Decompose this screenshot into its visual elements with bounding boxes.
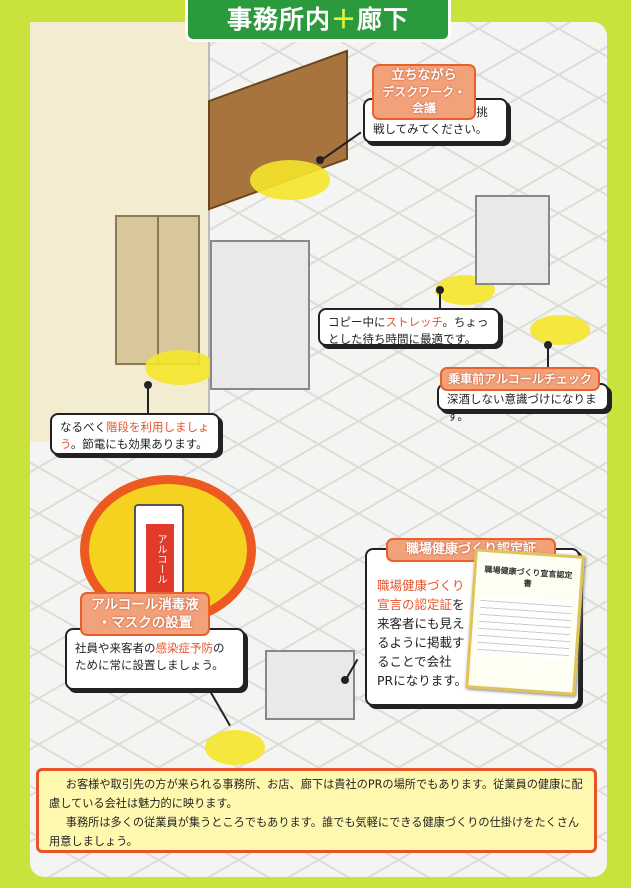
connector-dot: [316, 156, 324, 164]
highlight-spot: [530, 315, 590, 345]
header-line: ・マスクの設置: [97, 615, 193, 631]
summary-note: お客様や取引先の方が来られる事務所、お店、廊下は貴社のPRの場所でもあります。従…: [36, 768, 597, 853]
header-line: アルコール消毒液: [91, 597, 199, 613]
highlight-spot: [145, 350, 215, 385]
vending-machine-illustration: [210, 240, 310, 390]
title-plus: ＋: [330, 5, 357, 34]
text: なるべく: [60, 420, 106, 434]
bottle-label: アルコール: [146, 524, 174, 594]
header-line: 立ちながら: [391, 68, 457, 83]
title-text: 事務所内: [226, 5, 331, 34]
reception-desk-illustration: [265, 650, 355, 720]
highlight-spot: [205, 730, 265, 765]
text: 社員や来客者の: [75, 641, 156, 655]
title-text: 廊下: [357, 5, 410, 34]
text: 。節電にも効果あります。: [70, 437, 208, 451]
connector-dot: [144, 381, 152, 389]
note-paragraph: お客様や取引先の方が来られる事務所、お店、廊下は貴社のPRの場所でもあります。従…: [49, 778, 583, 810]
text: 。ちょっとした待ち時間に最適です。: [328, 315, 489, 346]
certificate-title: 職場健康づくり宣言認定書: [484, 565, 573, 589]
connector-dot: [436, 286, 444, 294]
text: コピー中に: [328, 315, 386, 329]
highlight-spot: [250, 160, 330, 200]
elevator-illustration: [115, 215, 200, 365]
highlight-text: 職場健康づくり宣言の認定証: [377, 578, 465, 612]
note-paragraph: 事務所は多くの従業員が集うところでもあります。誰でも気軽にできる健康づくりの仕掛…: [49, 816, 580, 848]
connector-dot: [544, 341, 552, 349]
certificate-image: 職場健康づくり宣言認定書: [465, 548, 585, 696]
header-line: デスクワーク・会議: [382, 85, 466, 115]
text: のために常に設置しましょう。: [75, 641, 225, 672]
text: を来客者にも見えるように掲載することで会社 PRになります。: [377, 597, 467, 688]
callout-disinfectant-header: アルコール消毒液・マスクの設置: [80, 592, 210, 636]
callout-alcohol-check-header: 乗車前アルコールチェック: [440, 367, 600, 391]
highlight-text: 感染症予防: [155, 641, 214, 655]
connector-line: [147, 386, 149, 416]
callout-disinfectant-body: 社員や来客者の感染症予防のために常に設置しましょう。: [65, 628, 245, 690]
copier-illustration: [475, 195, 550, 285]
callout-stairs: なるべく階段を利用しましょう。節電にも効果あります。: [50, 413, 220, 455]
connector-dot: [341, 676, 349, 684]
page-title: 事務所内＋廊下: [185, 0, 451, 42]
highlight-text: ストレッチ: [385, 315, 443, 329]
callout-copy: コピー中にストレッチ。ちょっとした待ち時間に最適です。: [318, 308, 500, 346]
callout-standing-header: 立ちながらデスクワーク・会議: [372, 64, 476, 120]
highlight-text: 階段を利用しましょう: [60, 420, 210, 451]
